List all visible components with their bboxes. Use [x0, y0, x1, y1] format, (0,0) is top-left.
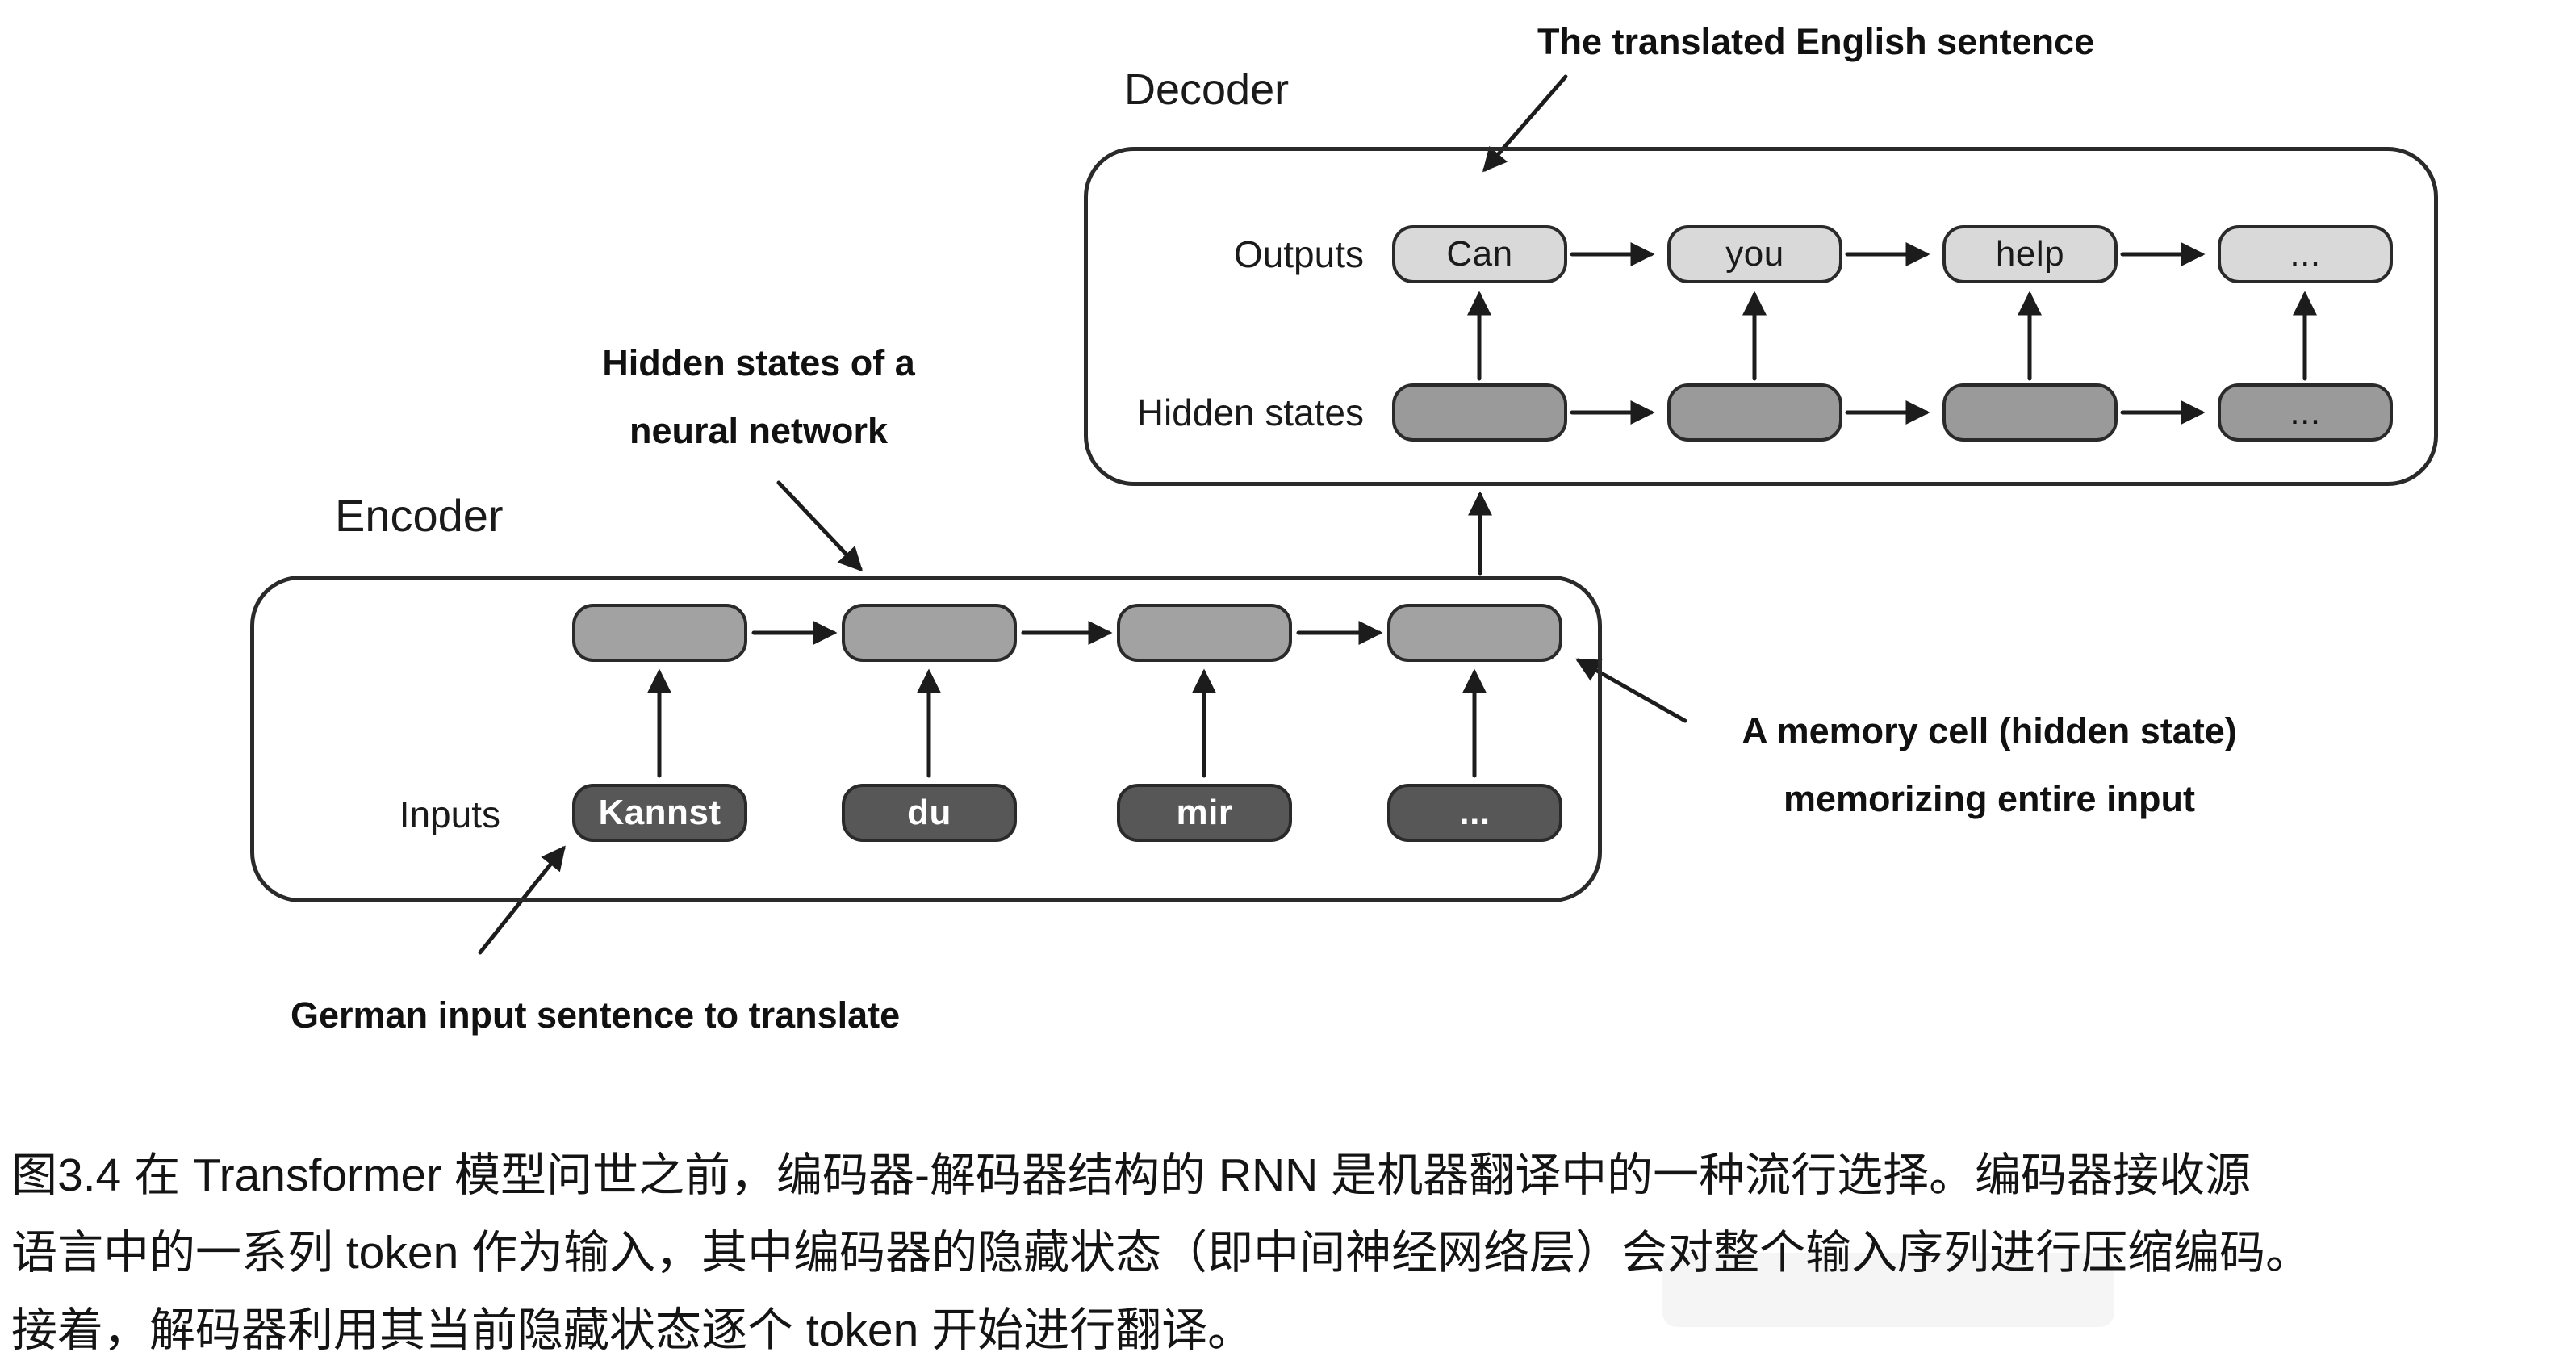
encoder-box: [250, 576, 1602, 902]
encoder-inputs-label: Inputs: [399, 793, 500, 835]
figure-caption: 图3.4 在 Transformer 模型问世之前，编码器-解码器结构的 RNN…: [11, 1137, 2574, 1369]
decoder-title: Decoder: [1124, 65, 1290, 114]
decoder-hidden-label: Hidden states: [1136, 391, 1364, 433]
annotation-memory-cell: A memory cell (hidden state) memorizing …: [1646, 697, 2332, 833]
annotation-line: memorizing entire input: [1783, 778, 2196, 819]
decoder-output-box: Can: [1392, 225, 1567, 283]
figure-rnn-encoder-decoder: The translated English sentence Decoder …: [11, 21, 2438, 1356]
caption-line: 接着，解码器利用其当前隐藏状态逐个 token 开始进行翻译。: [11, 1304, 1254, 1356]
annotation-german-input: German input sentence to translate: [291, 994, 901, 1036]
decoder-output-box: ...: [2218, 225, 2393, 283]
encoder-input-box: du: [842, 784, 1017, 842]
watermark-smudge: [1662, 1253, 2114, 1327]
caption-line: 图3.4 在 Transformer 模型问世之前，编码器-解码器结构的 RNN…: [11, 1149, 2252, 1201]
decoder-hidden-box: [1392, 383, 1567, 442]
annotation-translated-sentence: The translated English sentence: [1537, 21, 2095, 62]
decoder-hidden-box: [1942, 383, 2118, 442]
encoder-input-box: mir: [1117, 784, 1292, 842]
decoder-outputs-label: Outputs: [1233, 233, 1364, 275]
annotation-line: A memory cell (hidden state): [1742, 710, 2237, 751]
decoder-hidden-box: [1667, 383, 1842, 442]
decoder-output-box: help: [1942, 225, 2118, 283]
annotation-arrow: [776, 480, 864, 572]
annotation-line: Hidden states of a: [602, 342, 915, 383]
decoder-box: [1084, 147, 2438, 486]
encoder-hidden-box: [1117, 604, 1292, 662]
annotation-hidden-states: Hidden states of a neural network: [436, 329, 1081, 465]
caption-line: 语言中的一系列 token 作为输入，其中编码器的隐藏状态（即中间神经网络层）会…: [11, 1227, 2312, 1279]
annotation-line: neural network: [629, 410, 889, 451]
encoder-hidden-box: [1387, 604, 1562, 662]
encoder-input-box: Kannst: [572, 784, 747, 842]
encoder-hidden-box: [572, 604, 747, 662]
encoder-hidden-box: [842, 604, 1017, 662]
encoder-title: Encoder: [335, 490, 504, 541]
decoder-output-box: you: [1667, 225, 1842, 283]
decoder-hidden-box: ...: [2218, 383, 2393, 442]
encoder-input-box: ...: [1387, 784, 1562, 842]
